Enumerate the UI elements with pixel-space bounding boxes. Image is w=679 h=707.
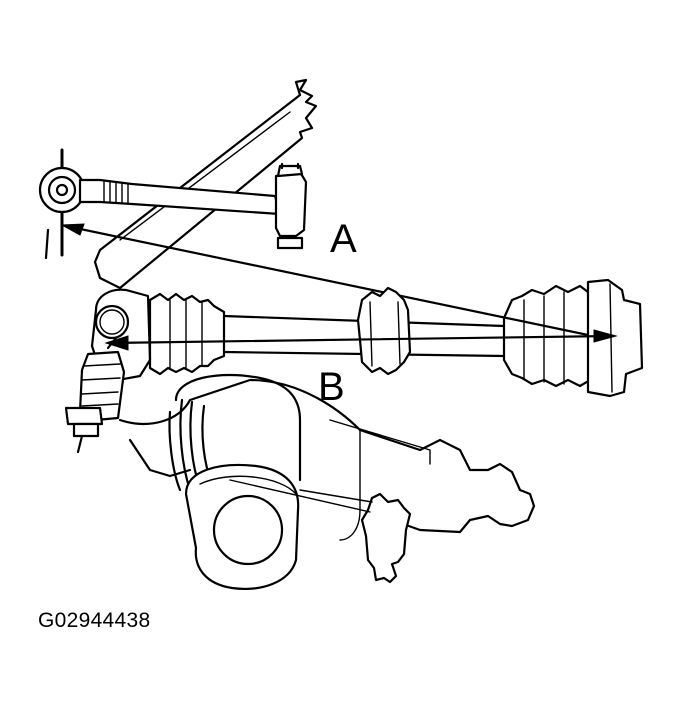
- label-b: B: [318, 365, 345, 409]
- tie-rod-assembly: [38, 148, 308, 260]
- brake-cylinder: [168, 373, 302, 590]
- drive-shaft: [90, 278, 644, 398]
- lower-mount-bolt: [64, 336, 126, 454]
- figure-id-caption: G02944438: [38, 609, 151, 632]
- upper-control-arm: [93, 78, 318, 290]
- lower-bracket: [229, 479, 412, 584]
- measurement-a: A: [60, 217, 618, 346]
- label-a: A: [330, 217, 357, 261]
